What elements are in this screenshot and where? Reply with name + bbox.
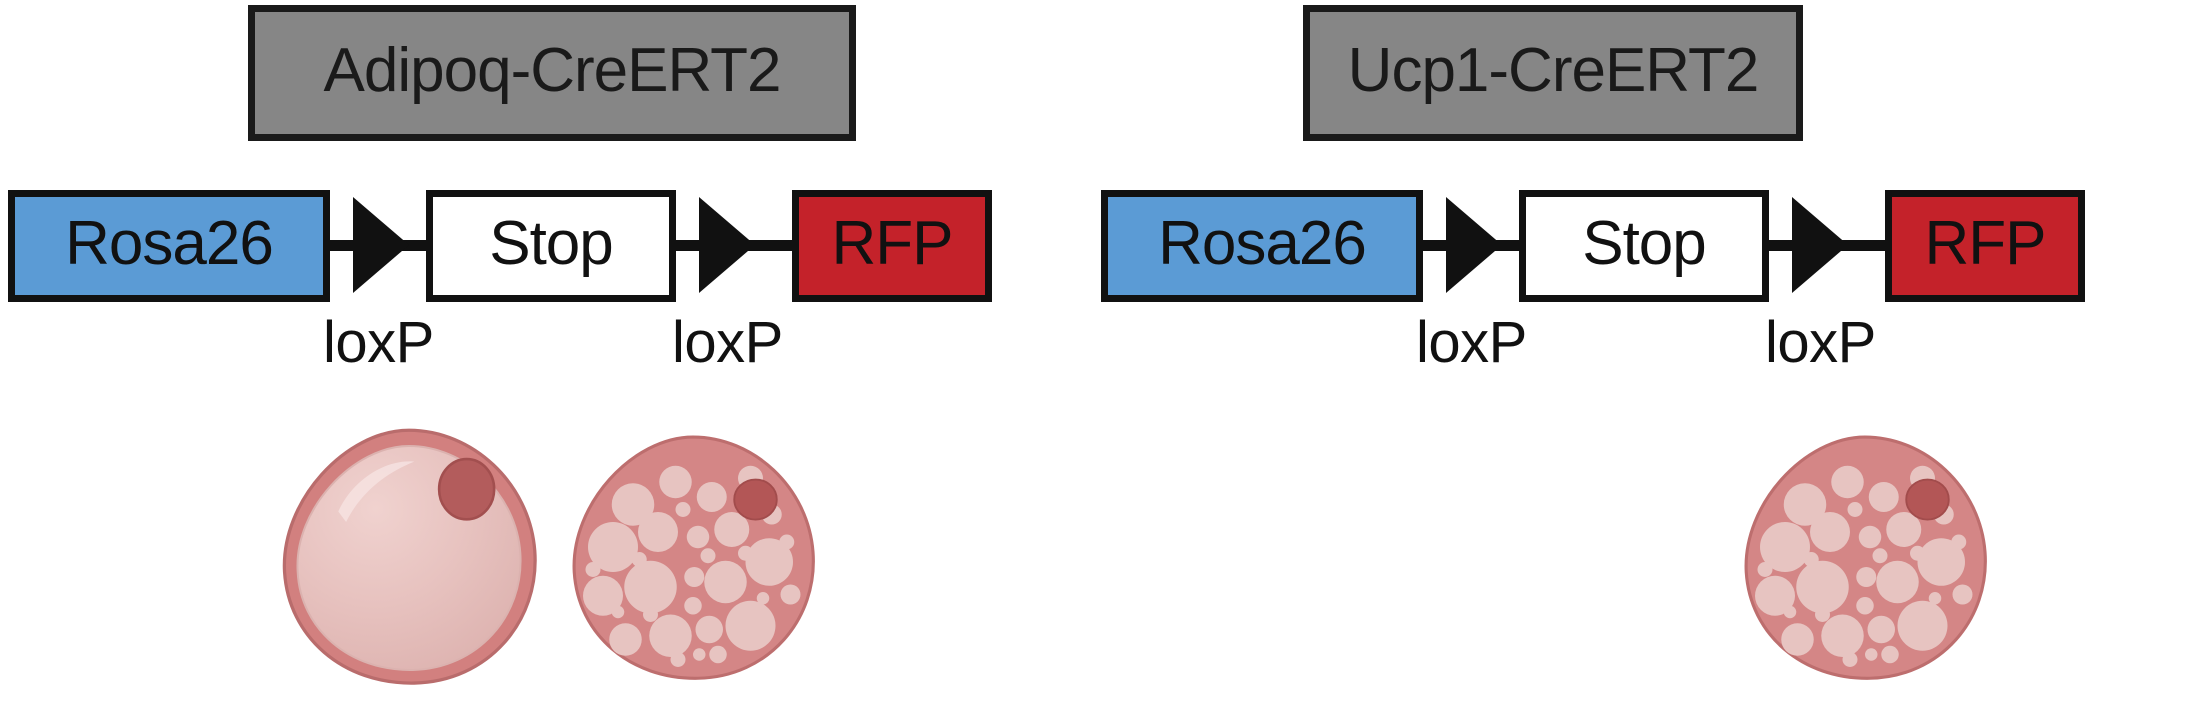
panel-adipoq: Adipoq-CreERT2 Rosa26 Stop RFP loxP loxP [0,0,1100,706]
loxp-triangle-icon-2 [699,197,755,293]
panel-ucp1: Ucp1-CreERT2 Rosa26 Stop RFP loxP loxP [1100,0,2208,706]
gene-box-rfp: RFP [792,190,992,302]
gene-box-label: Rosa26 [1158,208,1367,278]
gene-box-stop: Stop [1519,190,1769,302]
loxp-site-label-1: loxP [323,310,434,375]
loxp-triangle-icon-1 [1446,197,1502,293]
cell-nucleus [1905,478,1950,521]
driver-label: Ucp1-CreERT2 [1347,36,1760,105]
gene-cassette-adipoq: Rosa26 Stop RFP [8,190,992,302]
beige-adipocyte-illustration [1740,432,1990,682]
cell-nucleus [733,478,778,521]
cell-nucleus [437,457,496,521]
white-adipocyte-illustration [278,425,540,687]
gene-box-label: RFP [1924,208,2047,278]
driver-box-adipoq: Adipoq-CreERT2 [248,5,856,141]
gene-box-label: Rosa26 [65,208,274,278]
gene-cassette-ucp1: Rosa26 Stop RFP [1101,190,2085,302]
lipid-droplet-cluster [583,465,801,667]
droplet-highlight [338,461,415,522]
lipid-droplet-cluster [1755,465,1973,667]
gene-box-label: RFP [831,208,954,278]
beige-adipocyte-illustration [568,432,818,682]
gene-box-label: Stop [1582,208,1707,278]
loxp-site-label-2: loxP [672,310,783,375]
gene-box-rosa26: Rosa26 [8,190,330,302]
loxp-triangle-icon-1 [353,197,409,293]
driver-box-ucp1: Ucp1-CreERT2 [1303,5,1803,141]
gene-box-rosa26: Rosa26 [1101,190,1423,302]
loxp-triangle-icon-2 [1792,197,1848,293]
loxp-site-label-1: loxP [1416,310,1527,375]
loxp-site-label-2: loxP [1765,310,1876,375]
gene-box-rfp: RFP [1885,190,2085,302]
gene-box-stop: Stop [426,190,676,302]
driver-label: Adipoq-CreERT2 [323,36,782,105]
gene-box-label: Stop [489,208,614,278]
